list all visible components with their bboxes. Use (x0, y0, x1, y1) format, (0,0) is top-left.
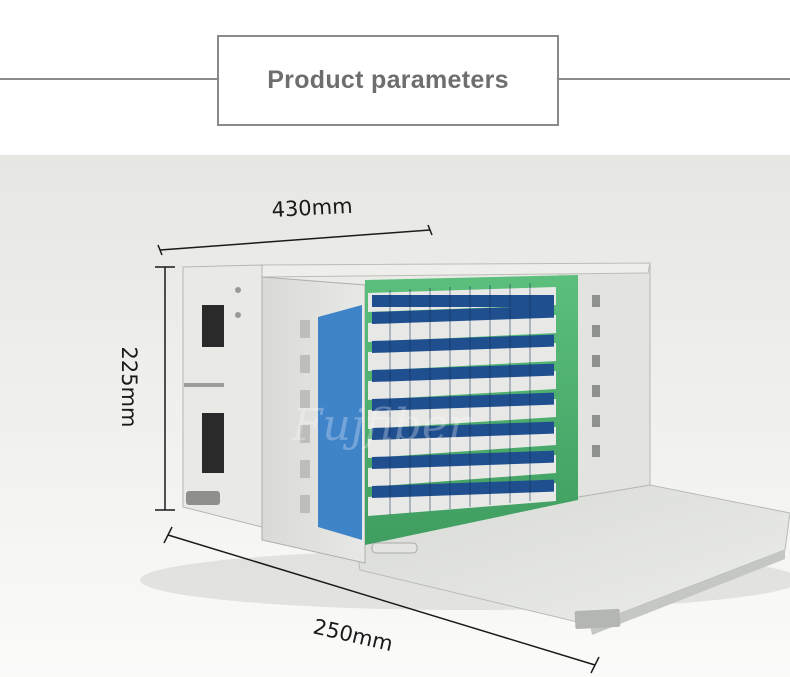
mounting-ear (182, 264, 263, 528)
height-label: 225mm (117, 347, 141, 428)
tray-row (368, 479, 556, 516)
ear-window-bottom (202, 413, 224, 473)
ear-window-top (202, 305, 224, 347)
adapter-ports (389, 283, 531, 515)
tray-row (368, 334, 556, 371)
dimension-arrows (155, 224, 600, 674)
ear-rod (184, 383, 224, 387)
depth-arrow (167, 534, 596, 666)
drawer-slot (371, 542, 418, 554)
header-title-box: Product parameters (217, 35, 559, 126)
tray-row (368, 450, 556, 487)
side-wall-cutouts (592, 295, 600, 457)
screw (235, 312, 241, 318)
header-rule-right (559, 78, 790, 80)
drawer-handle (574, 608, 621, 630)
width-label: 430mm (271, 194, 353, 222)
width-arrow (159, 229, 431, 251)
adapter-strip-blue (318, 305, 362, 540)
drawer-plate-edge (590, 550, 785, 635)
ear-hinge (186, 491, 220, 505)
page-title: Product parameters (267, 66, 509, 94)
tray-row (368, 421, 556, 458)
screw (235, 287, 241, 293)
tray-row (368, 363, 556, 400)
tray-row (368, 287, 556, 312)
product-photo: Fujfiber 430mm 225mm 250mm (0, 155, 790, 677)
header-band: Product parameters (0, 0, 790, 155)
header-rule-left (0, 78, 217, 80)
front-panel-teeth (300, 320, 310, 513)
tray-rows (368, 287, 556, 516)
watermark-logo: Fujfiber (291, 400, 472, 451)
tray-row (368, 305, 556, 342)
tray-row (368, 392, 556, 429)
